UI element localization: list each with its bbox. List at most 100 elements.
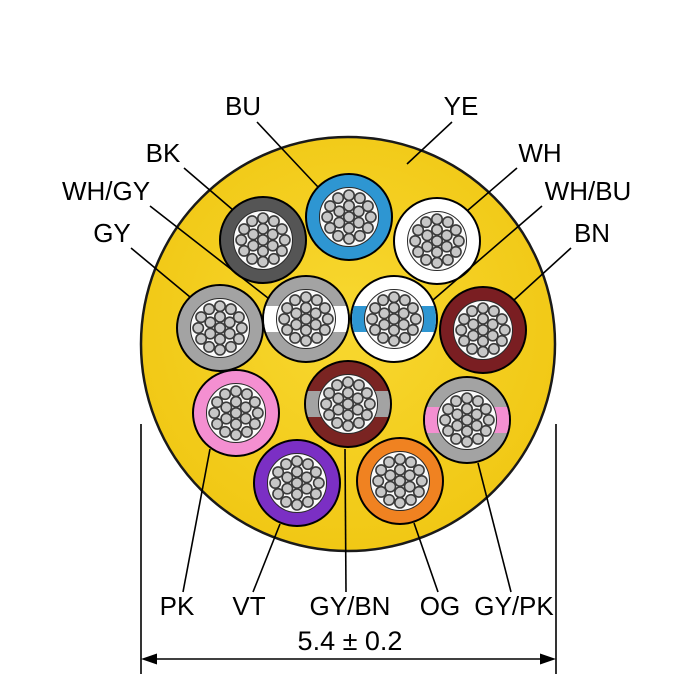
wire-strand	[439, 414, 452, 426]
callout-line-wh-gy	[149, 205, 269, 299]
wire-strand	[388, 324, 400, 337]
wire-strand	[383, 456, 396, 469]
wire-strand	[204, 316, 217, 329]
wire-strand	[394, 453, 406, 466]
wire-strand	[240, 388, 253, 401]
wire-strand	[289, 294, 302, 307]
conductor-pk	[192, 369, 280, 457]
wire-strand	[388, 313, 400, 325]
callout-label-pk: PK	[160, 591, 195, 621]
wire-strand	[248, 396, 261, 409]
callout-label-bk: BK	[146, 138, 181, 168]
wire-strand	[203, 340, 216, 353]
wire-strand	[272, 466, 285, 479]
wire-strand	[324, 200, 337, 213]
wire-strand	[211, 417, 224, 430]
wire-strand	[486, 318, 499, 331]
wire-strand	[431, 223, 443, 236]
wire-strand	[366, 313, 379, 325]
wire-strand	[406, 323, 419, 336]
wire-strand	[238, 244, 251, 257]
wire-strand	[369, 302, 382, 315]
callout-label-wh-bu: WH/BU	[545, 176, 632, 206]
wire-strand	[195, 332, 208, 345]
wire-strand	[458, 313, 471, 326]
wire-strand	[477, 302, 489, 315]
wire-strand	[461, 425, 473, 438]
wire-strand	[257, 234, 269, 246]
wire-strand	[332, 192, 345, 205]
wire-strand	[300, 301, 312, 314]
wire-strand	[318, 302, 331, 315]
wire-strand	[214, 322, 226, 334]
wire-strand	[388, 334, 400, 347]
wire-strand	[461, 392, 473, 405]
wire-strand	[466, 305, 479, 318]
wire-strand	[343, 199, 355, 212]
dimension-arrow-left	[141, 653, 157, 665]
wire-strand	[342, 409, 354, 422]
wire-strand	[394, 475, 406, 487]
wire-strand	[477, 324, 489, 336]
callout-line-bn	[513, 247, 572, 301]
wire-strand	[320, 398, 333, 410]
wire-strand	[332, 229, 345, 242]
wire-strand	[482, 414, 495, 426]
wire-strand	[251, 407, 264, 419]
wire-strand	[421, 229, 434, 242]
wire-strand	[224, 340, 237, 353]
wire-strand	[247, 228, 260, 241]
wire-strand	[420, 216, 433, 229]
wire-strand	[257, 255, 269, 268]
wire-strand	[360, 408, 373, 421]
wire-strand	[384, 469, 397, 482]
wire-strand	[343, 232, 355, 245]
wire-strand	[232, 332, 245, 345]
wire-strand	[195, 311, 208, 324]
wire-strand	[406, 302, 419, 315]
wire-strand	[409, 235, 422, 247]
callout-label-ye: YE	[444, 91, 479, 121]
callout-line-wh-bu	[432, 205, 543, 301]
wire-strand	[461, 414, 473, 426]
wire-strand	[360, 387, 373, 400]
wire-strand	[441, 216, 454, 229]
wire-strand	[461, 402, 473, 415]
wire-strand	[275, 244, 288, 257]
wire-strand	[431, 256, 443, 269]
wire-strand	[466, 342, 479, 355]
wire-strand	[394, 463, 406, 476]
wire-strand	[449, 245, 462, 258]
conductor-gy-bn	[304, 360, 392, 448]
wire-strand	[431, 246, 443, 259]
wire-strand	[266, 228, 279, 241]
wire-strand	[291, 455, 303, 468]
wire-strand	[309, 466, 322, 479]
wire-strand	[232, 311, 245, 324]
wire-strand	[342, 386, 354, 399]
wire-strand	[300, 291, 312, 304]
wire-strand	[361, 221, 374, 234]
wire-strand	[323, 387, 336, 400]
wire-strand	[342, 419, 354, 432]
wire-strand	[361, 200, 374, 213]
wire-strand	[412, 224, 425, 237]
wire-strand	[230, 407, 242, 419]
wire-strand	[300, 334, 312, 347]
wire-strand	[449, 224, 462, 237]
wire-strand	[323, 408, 336, 421]
wire-strand	[442, 403, 455, 416]
wire-strand	[281, 323, 294, 336]
wire-strand	[248, 417, 261, 430]
wire-strand	[342, 376, 354, 389]
wire-strand	[214, 300, 226, 313]
wire-strand	[378, 307, 391, 320]
wire-strand	[280, 458, 293, 471]
callout-label-vt: VT	[232, 591, 265, 621]
wire-strand	[223, 316, 236, 329]
callout-line-og	[413, 522, 439, 593]
wire-strand	[398, 331, 411, 344]
wire-strand	[353, 192, 366, 205]
wire-strand	[352, 416, 365, 429]
wire-strand	[257, 245, 269, 258]
